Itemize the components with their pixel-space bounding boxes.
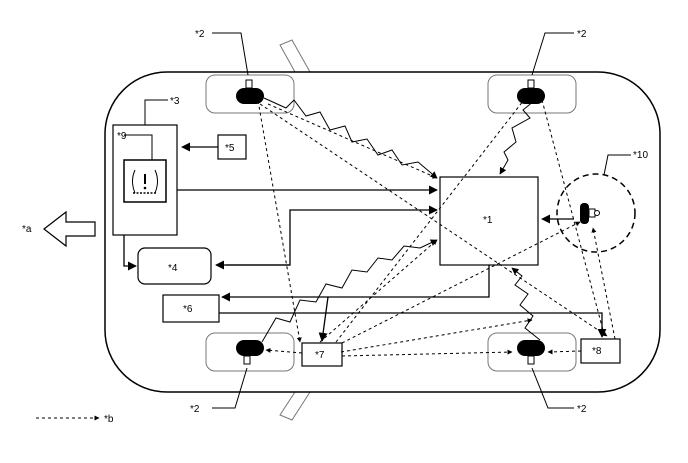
solid-signal-lines — [123, 142, 607, 342]
initializer-7-box — [301, 342, 343, 367]
initializer-8-box — [580, 338, 621, 364]
tire-pressure-warning-icon — [123, 159, 167, 203]
sensor-front-right-label: *2 — [577, 29, 587, 40]
legend-label: *b — [104, 414, 114, 425]
ecu-label: *1 — [483, 215, 493, 226]
sensor-rear-right-label: *2 — [577, 404, 587, 415]
initializer-8-label: *8 — [592, 346, 602, 357]
wheel-well-rear-left — [205, 332, 295, 372]
sensor-rear-left-label: *2 — [190, 404, 200, 415]
warning-light-label: *9 — [117, 131, 127, 142]
component-4-label: *4 — [168, 263, 178, 274]
front-arrow-label: *a — [22, 224, 32, 235]
initializer-7-label: *7 — [315, 350, 325, 361]
ecu-box — [439, 176, 539, 266]
component-4-box — [137, 247, 212, 285]
wheel-well-front-left — [205, 74, 295, 114]
spare-tire-label: *10 — [633, 150, 648, 161]
wheel-well-rear-right — [487, 332, 577, 372]
component-5-box — [217, 134, 247, 160]
radio-signal-lines — [261, 95, 541, 343]
combination-meter-label: *3 — [170, 96, 180, 107]
sensor-front-left-label: *2 — [195, 29, 205, 40]
component-6-box — [162, 294, 220, 323]
direction-arrow-icon — [43, 210, 96, 248]
wheel-well-front-right — [487, 74, 577, 114]
leader-lines — [124, 32, 631, 409]
dotted-signal-lines — [255, 88, 616, 357]
component-6-label: *6 — [183, 304, 193, 315]
spare-tire — [556, 173, 636, 253]
component-5-label: *5 — [225, 143, 235, 154]
